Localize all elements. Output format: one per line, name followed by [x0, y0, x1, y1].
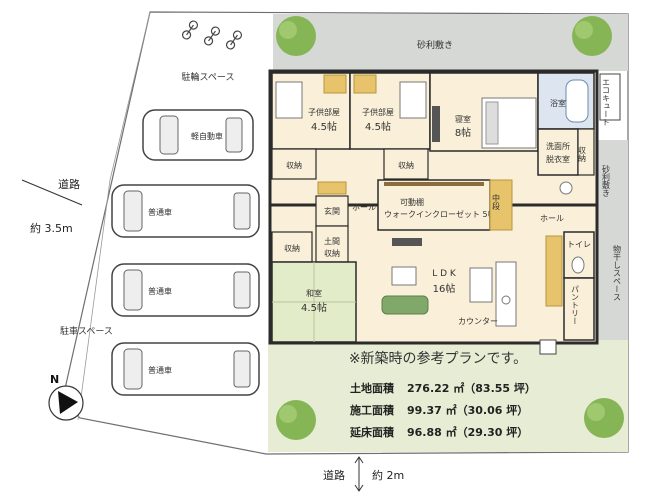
hall-1-label: ホール — [352, 203, 376, 212]
step-icon — [317, 181, 347, 195]
ldk-label: L D K — [432, 269, 457, 279]
earth-storage-label: 収納 — [324, 248, 340, 258]
bicycle-icon — [181, 20, 243, 50]
normal-car-icon — [111, 263, 260, 317]
bed-icon — [275, 81, 303, 119]
north-label: N — [50, 373, 59, 386]
parking-space-label: 駐車スペース — [60, 325, 113, 337]
pantry-label: パントリー — [571, 285, 580, 325]
walkin-closet — [377, 179, 491, 231]
movable-shelf-label: 可動棚 — [400, 197, 424, 207]
area-value: 99.37 ㎡（30.06 坪） — [407, 403, 528, 417]
ldk-size: 16帖 — [433, 282, 456, 295]
hanger-rail-icon — [384, 182, 484, 186]
door-icon — [539, 339, 557, 355]
reference-plan-note: ※新築時の参考プランです。 — [349, 350, 527, 367]
desk-icon — [353, 74, 377, 94]
pillow-icon — [485, 101, 499, 145]
normal-car-label: 普通車 — [148, 286, 172, 296]
entrance-label: 玄関 — [324, 206, 340, 216]
drying-space-label: 物干しスペース — [613, 244, 622, 301]
toilet-label: トイレ — [567, 240, 591, 249]
japanese-room-label: 和室 — [306, 288, 322, 298]
tv-icon — [432, 106, 440, 142]
bicycle-space-label: 駐輪スペース — [182, 71, 235, 83]
tree-icon — [276, 400, 316, 440]
gravel-label-top: 砂利敷き — [417, 39, 453, 51]
dressing-label: 脱衣室 — [546, 154, 570, 164]
gravel-label-right: 砂利敷き — [602, 164, 611, 197]
storage-2 — [383, 148, 429, 180]
walkin-label: ウォークインクローゼット 5帖 — [384, 209, 496, 219]
normal-car-label: 普通車 — [148, 207, 172, 217]
light-car-icon — [142, 109, 254, 161]
normal-car-icon — [111, 184, 260, 238]
area-label: 施工面積 — [350, 403, 395, 417]
earth-floor-storage — [315, 225, 349, 263]
stove-icon — [501, 295, 511, 305]
mid-shelf — [489, 179, 513, 231]
fridge-shelf-icon — [545, 235, 563, 307]
sofa-icon — [381, 295, 429, 315]
kitchen-counter-icon — [495, 261, 517, 327]
bedroom-size: 8帖 — [455, 126, 471, 139]
tv-board-icon — [392, 238, 422, 246]
road-arrow-icon — [21, 179, 83, 206]
entrance — [315, 195, 349, 227]
counter-label: カウンター — [458, 317, 498, 326]
washroom-label: 洗面所 — [546, 141, 570, 151]
tree-icon — [572, 16, 612, 56]
desk-icon — [323, 74, 347, 94]
pantry — [563, 277, 595, 341]
storage-small — [577, 128, 595, 176]
hall-2-label: ホール — [540, 214, 564, 223]
tree-icon — [584, 398, 624, 438]
storage-label: 収納 — [398, 160, 414, 170]
earth-floor-label: 土間 — [324, 236, 340, 246]
area-label: 延床面積 — [349, 425, 395, 439]
normal-car-icon — [111, 342, 260, 396]
lawn-area — [268, 340, 628, 452]
gravel-area-top — [273, 14, 628, 71]
road-left-width: 約 3.5m — [30, 221, 73, 235]
kids-room-1-size: 4.5帖 — [311, 120, 337, 133]
area-value: 96.88 ㎡（29.30 坪） — [407, 425, 528, 439]
light-car-label: 軽自動車 — [191, 131, 223, 141]
road-left-label: 道路 — [58, 177, 80, 191]
mid-shelf-label: 中段 — [492, 193, 501, 211]
bedroom-label: 寝室 — [455, 114, 471, 124]
washing-machine-icon — [559, 181, 573, 195]
bathtub-icon — [565, 79, 589, 123]
storage-label: 収納 — [286, 160, 302, 170]
area-label: 土地面積 — [350, 381, 395, 395]
japanese-room-size: 4.5帖 — [301, 301, 327, 314]
ecocute-label: エコキュート — [602, 78, 611, 126]
toilet-icon — [571, 256, 585, 274]
low-table-icon — [391, 266, 417, 286]
road-bottom-width: 約 2m — [372, 468, 404, 482]
site-inner-line — [77, 11, 151, 421]
storage-label: 収納 — [578, 145, 587, 163]
north-compass-icon — [48, 385, 84, 421]
washroom — [537, 128, 579, 176]
road-bottom-label: 道路 — [323, 468, 345, 482]
normal-car-label: 普通車 — [148, 365, 172, 375]
bath-label: 浴室 — [550, 98, 566, 108]
area-value: 276.22 ㎡（83.55 坪） — [407, 381, 536, 395]
gravel-area-right — [596, 140, 628, 340]
storage-label: 収納 — [284, 243, 300, 253]
road-arrow-icon — [354, 456, 364, 492]
storage-1 — [271, 148, 317, 180]
kids-room-2-size: 4.5帖 — [365, 120, 391, 133]
dining-table-icon — [469, 267, 493, 303]
kids-room-1-label: 子供部屋 — [308, 107, 340, 117]
tree-icon — [276, 16, 316, 56]
bed-icon — [399, 81, 427, 119]
ecocute-unit — [599, 73, 621, 121]
kids-room-2-label: 子供部屋 — [362, 107, 394, 117]
